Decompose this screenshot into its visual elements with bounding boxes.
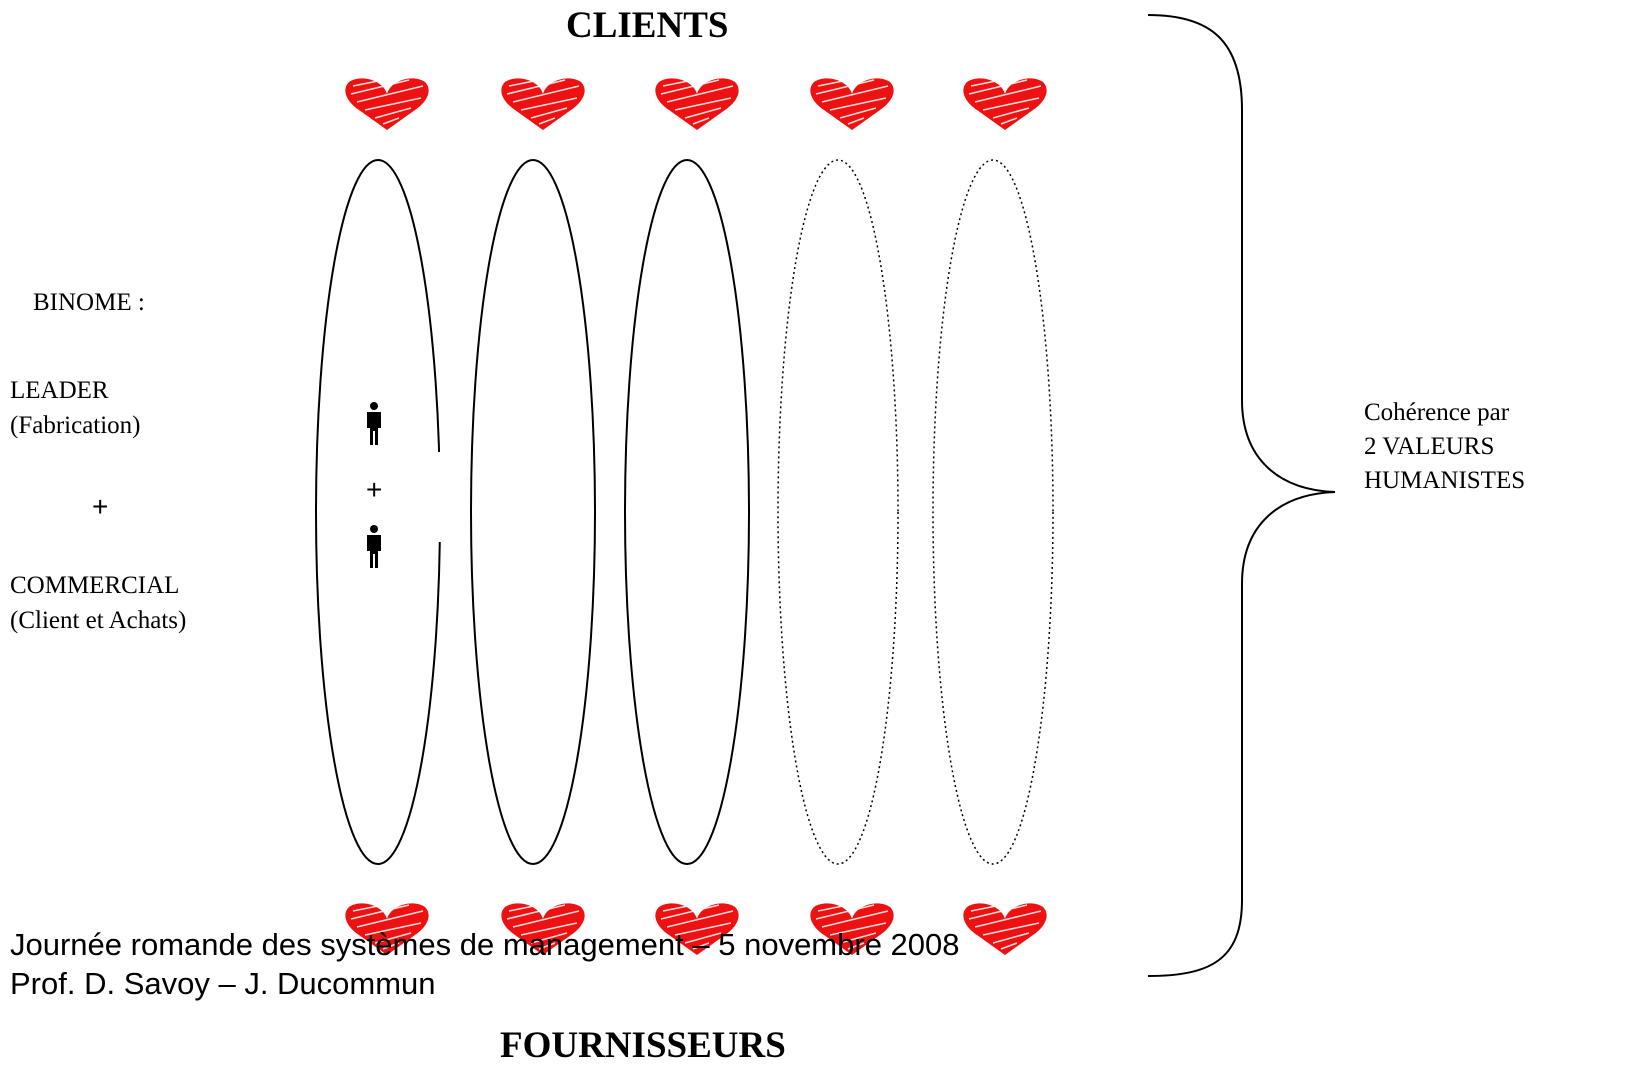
commercial-label: COMMERCIAL	[10, 572, 180, 599]
process-columns	[315, 159, 1054, 865]
leader-label: LEADER	[10, 377, 109, 404]
process-ellipse-3	[624, 159, 750, 865]
fournisseurs-title: FOURNISSEURS	[500, 1025, 786, 1066]
person-icon	[367, 402, 381, 445]
coherence-line-3: HUMANISTES	[1364, 467, 1526, 494]
process-ellipse-2	[470, 159, 596, 865]
heart-icon	[809, 77, 895, 131]
person-icon	[367, 525, 381, 568]
commercial-detail: (Client et Achats)	[10, 607, 187, 634]
heart-icon	[962, 77, 1048, 131]
clients-title: CLIENTS	[566, 5, 729, 46]
footer-line-1: Journée romande des systèmes de manageme…	[10, 927, 960, 962]
process-ellipse-1	[315, 159, 441, 865]
leader-detail: (Fabrication)	[10, 412, 141, 439]
footer-line-2: Prof. D. Savoy – J. Ducommun	[10, 966, 436, 1001]
coherence-line-1: Cohérence par	[1364, 399, 1510, 426]
heart-icon	[654, 77, 740, 131]
heart-icon	[962, 902, 1048, 956]
ellipse-plus: +	[366, 474, 383, 505]
right-brace	[1147, 14, 1336, 977]
process-ellipse-4	[777, 159, 899, 865]
coherence-line-2: 2 VALEURS	[1364, 433, 1495, 460]
binome-heading: BINOME :	[33, 289, 145, 316]
heart-icon	[500, 77, 586, 131]
process-ellipse-5	[932, 159, 1054, 865]
heart-icon	[344, 77, 430, 131]
binome-plus: +	[92, 491, 109, 522]
ellipse-gap	[434, 452, 448, 542]
top-hearts	[344, 77, 1048, 131]
